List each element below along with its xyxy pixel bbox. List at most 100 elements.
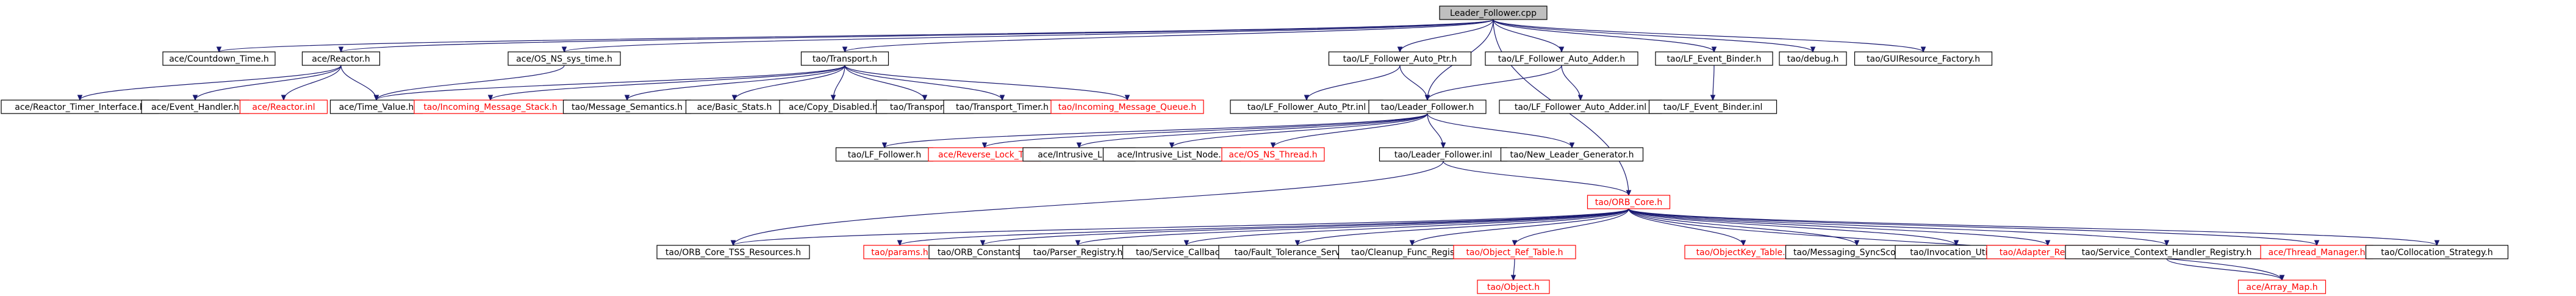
node-box [301,51,381,66]
edge-n32-n37 [1186,208,1629,246]
graph-node-ace-intrusive-list-node-h[interactable]: ace/Intrusive_List_Node.h [1102,147,1241,162]
node-label: ace/Array_Map.h [2246,283,2317,292]
node-label: tao/Object.h [1487,283,1540,292]
node-label: ace/Intrusive_List_Node.h [1117,150,1226,160]
graph-node-tao-cleanup-func-registry-h[interactable]: tao/Cleanup_Func_Registry.h [1338,245,1487,259]
graph-node-ace-os-ns-sys-time-h[interactable]: ace/OS_NS_sys_time.h [508,51,621,66]
graph-node-tao-message-semantics-h[interactable]: tao/Message_Semantics.h [562,99,692,114]
node-label: tao/Transport_Timer.h [956,103,1049,112]
edge-n30-n32 [1443,161,1629,196]
graph-node-tao-leader-follower-inl[interactable]: tao/Leader_Follower.inl [1379,147,1508,162]
graph-node-tao-lf-follower-auto-adder-h[interactable]: tao/LF_Follower_Auto_Adder.h [1485,51,1638,66]
edge-arrowhead [487,95,493,101]
node-label: tao/LF_Follower_Auto_Ptr.h [1343,54,1457,64]
graph-node-tao-lf-event-binder-inl[interactable]: tao/LF_Event_Binder.inl [1648,99,1778,114]
edge-n4-n15 [626,65,845,101]
edge-arrowhead [842,46,848,53]
graph-node-ace-thread-manager-h[interactable]: ace/Thread_Manager.h [2260,245,2373,259]
graph-node-ace-reactor-h[interactable]: ace/Reactor.h [301,51,381,66]
edge-arrowhead [624,95,630,101]
node-label: tao/Parser_Registry.h [1033,248,1123,258]
node-label: tao/LF_Follower_Auto_Adder.inl [1515,103,1646,112]
node-label: tao/ObjectKey_Table.h [1696,248,1791,258]
node-label: tao/LF_Follower_Auto_Adder.h [1498,54,1626,64]
edge-arrowhead [830,95,836,101]
edge-n22-n27 [1078,113,1428,148]
node-box [1453,245,1576,259]
node-label: tao/GUIResource_Factory.h [1867,54,1980,64]
graph-node-tao-transport-timer-h[interactable]: tao/Transport_Timer.h [943,99,1061,114]
edge-n4-n18 [844,65,925,101]
graph-node-tao-leader-follower-h[interactable]: tao/Leader_Follower.h [1368,99,1487,114]
graph-node-tao-lf-event-binder-h[interactable]: tao/LF_Event_Binder.h [1655,51,1773,66]
edge-arrowhead [2164,240,2170,247]
graph-node-ace-copy-disabled-h[interactable]: ace/Copy_Disabled.h [779,99,888,114]
edge-arrowhead [1510,275,1516,281]
graph-node-tao-lf-follower-h[interactable]: tao/LF_Follower.h [835,147,934,162]
graph-node-ace-countdown-time-h[interactable]: ace/Countdown_Time.h [162,51,276,66]
node-box [1655,51,1773,66]
graph-node-tao-incoming-message-queue-h[interactable]: tao/Incoming_Message_Queue.h [1050,99,1204,114]
node-label: tao/Incoming_Message_Queue.h [1058,103,1197,112]
edge-n32-n44 [1628,208,2048,246]
graph-node-tao-collocation-strategy-h[interactable]: tao/Collocation_Strategy.h [2365,245,2509,259]
graph-node-tao-fault-tolerance-service-h[interactable]: tao/Fault_Tolerance_Service.h [1218,245,1377,259]
graph-node-tao-new-leader-generator-h[interactable]: tao/New_Leader_Generator.h [1500,147,1644,162]
graph-node-tao-object-ref-table-h[interactable]: tao/Object_Ref_Table.h [1453,245,1576,259]
edge-arrowhead [1169,142,1175,149]
graph-node-leader-follower-cpp[interactable]: Leader_Follower.cpp [1439,5,1548,20]
node-label: Leader_Follower.cpp [1450,9,1537,18]
edge-n32-n36 [1077,208,1629,246]
graph-node-ace-time-value-h[interactable]: ace/Time_Value.h [329,99,423,114]
edge-arrowhead [77,95,83,101]
node-label: tao/debug.h [1787,54,1839,64]
node-box [1485,51,1638,66]
edge-arrowhead [981,142,988,149]
graph-node-ace-event-handler-h[interactable]: ace/Event_Handler.h [141,99,249,114]
graph-node-tao-lf-follower-auto-adder-inl[interactable]: tao/LF_Follower_Auto_Adder.inl [1499,99,1662,114]
node-label: ace/Copy_Disabled.h [789,103,878,112]
graph-node-tao-params-h[interactable]: tao/params.h [863,245,936,259]
edge-arrowhead [1559,46,1565,53]
edge-arrowhead [1397,46,1403,53]
node-box [656,245,810,259]
node-label: tao/LF_Event_Binder.inl [1663,103,1763,112]
edge-arrowhead [216,46,222,53]
graph-node-ace-os-ns-thread-h[interactable]: ace/OS_NS_Thread.h [1221,147,1325,162]
graph-node-tao-objectkey-table-h[interactable]: tao/ObjectKey_Table.h [1684,245,1803,259]
edge-n2-n11 [195,65,342,101]
graph-node-tao-object-h[interactable]: tao/Object.h [1477,280,1550,294]
graph-node-tao-lf-follower-auto-ptr-inl[interactable]: tao/LF_Follower_Auto_Ptr.inl [1230,99,1383,114]
node-label: tao/Invocation_Utils.h [1910,248,2002,258]
graph-node-tao-messaging-syncscopec-h[interactable]: tao/Messaging_SyncScopeC.h [1785,245,1929,259]
graph-node-ace-array-map-h[interactable]: ace/Array_Map.h [2237,280,2327,294]
edge-n22-n26 [984,113,1428,148]
graph-node-tao-transport-h[interactable]: tao/Transport.h [800,51,889,66]
edge-arrowhead [1270,142,1276,149]
edge-arrowhead [1183,240,1189,247]
graph-node-tao-lf-follower-auto-ptr-h[interactable]: tao/LF_Follower_Auto_Ptr.h [1328,51,1472,66]
edge-n32-n46 [1628,208,2317,246]
edge-n0-n4 [844,19,1494,52]
graph-node-ace-reactor-timer-interface-h[interactable]: ace/Reactor_Timer_Interface.h [1,99,159,114]
graph-node-tao-orb-constants-h[interactable]: tao/ORB_Constants.h [928,245,1037,259]
edge-arrowhead [2434,240,2440,247]
graph-node-tao-orb-core-tss-resources-h[interactable]: tao/ORB_Core_TSS_Resources.h [656,245,810,259]
graph-node-ace-basic-stats-h[interactable]: ace/Basic_Stats.h [685,99,784,114]
node-label: ace/Countdown_Time.h [169,54,269,64]
graph-node-tao-orb-core-h[interactable]: tao/ORB_Core.h [1587,195,1671,209]
edge-n22-n29 [1272,113,1428,148]
graph-node-tao-debug-h[interactable]: tao/debug.h [1779,51,1847,66]
edge-n45-n49 [2166,258,2283,281]
edge-arrowhead [1711,46,1717,53]
edge-arrowhead [1440,142,1446,149]
graph-node-tao-incoming-message-stack-h[interactable]: tao/Incoming_Message_Stack.h [414,99,567,114]
edge-arrowhead [1810,46,1816,53]
graph-node-tao-parser-registry-h[interactable]: tao/Parser_Registry.h [1019,245,1137,259]
graph-node-tao-service-callbacks-h[interactable]: tao/Service_Callbacks.h [1122,245,1251,259]
graph-node-tao-guiresource-factory-h[interactable]: tao/GUIResource_Factory.h [1854,51,1993,66]
graph-node-ace-reactor-inl[interactable]: ace/Reactor.inl [239,99,328,114]
edge-arrowhead [1569,142,1575,149]
graph-node-tao-service-context-handler-registry-h[interactable]: tao/Service_Context_Handler_Registry.h [2065,245,2269,259]
